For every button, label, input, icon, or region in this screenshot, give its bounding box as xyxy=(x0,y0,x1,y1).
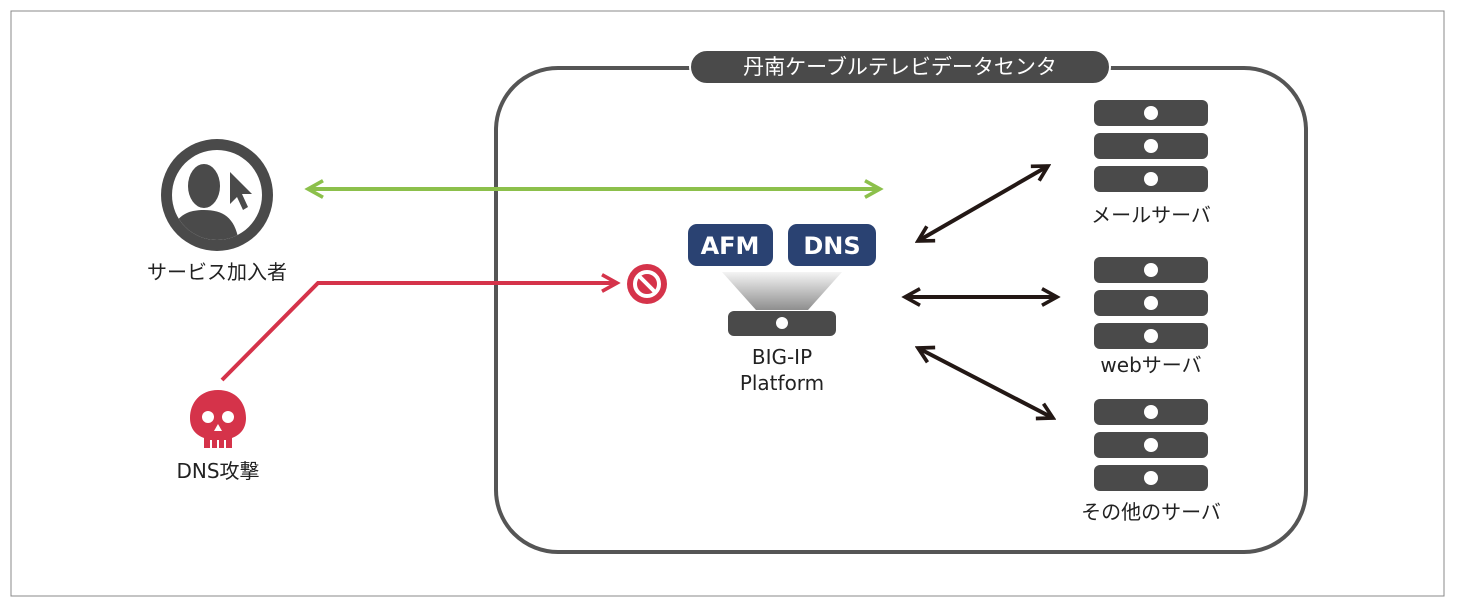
big-ip-platform: AFM DNS BIG-IP Platform xyxy=(688,224,876,395)
badge-dns xyxy=(788,224,876,266)
attack-traffic-arrow xyxy=(220,283,617,382)
block-icon xyxy=(627,264,667,304)
attack-label: DNS攻撃 xyxy=(176,459,259,483)
badge-afm xyxy=(688,224,773,266)
badge-afm-label: AFM xyxy=(701,232,760,260)
platform-label-line1: BIG-IP xyxy=(752,345,812,369)
badge-dns-label: DNS xyxy=(803,232,860,260)
other-server-icon xyxy=(1094,399,1208,491)
platform-appliance-led xyxy=(776,317,788,329)
outer-frame xyxy=(10,10,1445,597)
subscriber-user-icon xyxy=(161,139,273,251)
platform-label-line2: Platform xyxy=(740,371,824,395)
platform-funnel xyxy=(722,272,842,310)
web-server-icon xyxy=(1094,257,1208,349)
mail-server-label: メールサーバ xyxy=(1091,203,1211,227)
arrow-to-other-server xyxy=(918,348,1053,418)
web-server-label: webサーバ xyxy=(1100,353,1201,377)
mail-server-icon xyxy=(1094,100,1208,192)
subscriber-label: サービス加入者 xyxy=(147,260,287,284)
skull-icon xyxy=(190,390,246,448)
datacenter-title-pill: 丹南ケーブルテレビデータセンタ xyxy=(689,49,1111,85)
arrow-to-mail-server xyxy=(918,166,1048,241)
datacenter-title: 丹南ケーブルテレビデータセンタ xyxy=(743,55,1057,79)
other-server-label: その他のサーバ xyxy=(1081,500,1221,524)
cursor-icon xyxy=(230,172,252,210)
